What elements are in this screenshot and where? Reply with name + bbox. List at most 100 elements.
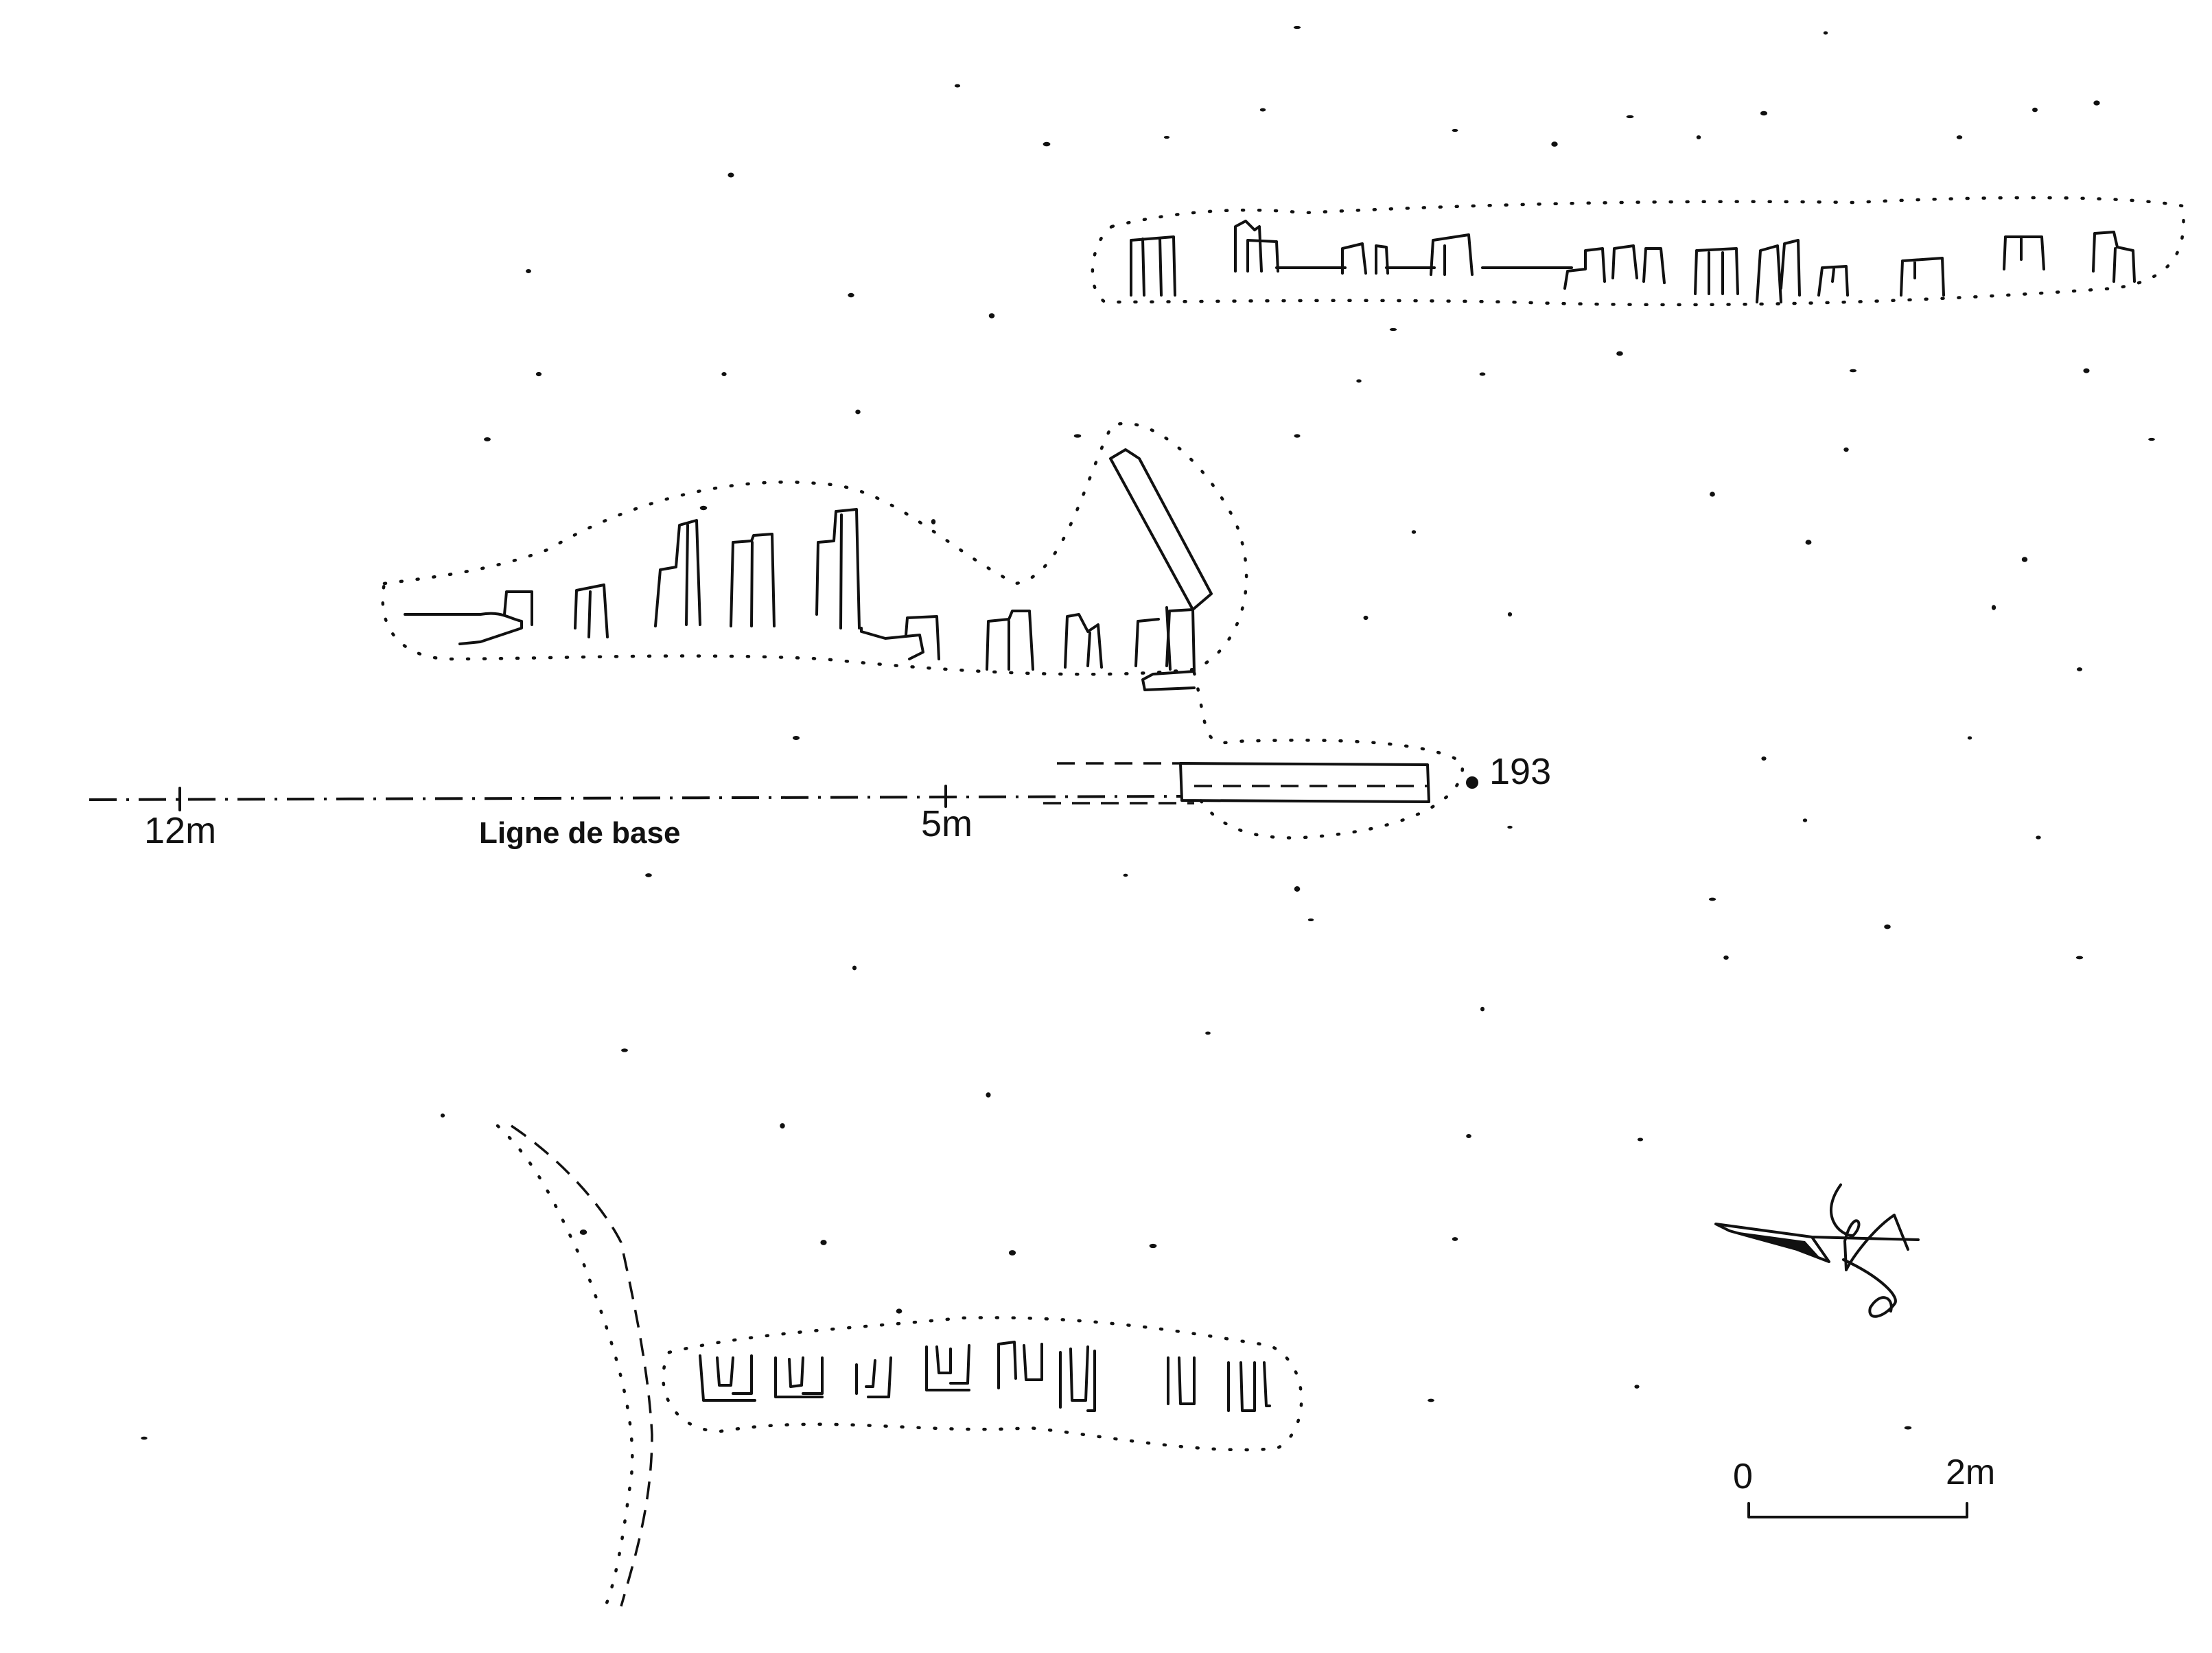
survey-dot	[1466, 1134, 1471, 1138]
survey-dot	[484, 437, 491, 441]
stake	[986, 610, 1034, 671]
stake	[1064, 613, 1103, 669]
station-point	[1466, 776, 1478, 789]
survey-dot	[645, 873, 652, 877]
north-arrow-needle	[1714, 1223, 1920, 1263]
survey-dot	[1708, 897, 1716, 901]
survey-dot	[1149, 1243, 1157, 1249]
path-trace-left	[496, 1124, 634, 1612]
survey-dot	[852, 965, 857, 971]
stake	[1817, 265, 1849, 297]
stake	[503, 590, 533, 626]
survey-dot	[1480, 1006, 1485, 1012]
survey-dot	[1967, 736, 1972, 740]
stake	[1900, 257, 1945, 297]
mark-5m-label: 5m	[921, 803, 973, 844]
survey-dot	[848, 292, 854, 298]
station-label: 193	[1489, 751, 1551, 792]
stake	[1141, 608, 1196, 691]
stake	[1234, 220, 1279, 273]
path-trace-right	[511, 1124, 653, 1607]
stake	[654, 519, 701, 627]
mark-12m-label: 12m	[144, 810, 216, 851]
survey-dot	[1205, 1031, 1211, 1035]
survey-dot	[1626, 115, 1634, 119]
fallen-stake	[404, 612, 523, 645]
stake	[855, 1356, 892, 1398]
middle-row-outline	[381, 421, 1248, 676]
upper-stakes	[1130, 220, 2136, 303]
stake	[1134, 606, 1172, 671]
survey-dot	[1761, 756, 1767, 761]
survey-dot	[721, 372, 727, 376]
lower-row-outline	[662, 1316, 1303, 1452]
survey-dot	[792, 735, 800, 741]
survey-dot	[1991, 605, 1996, 610]
survey-dot	[1507, 825, 1513, 829]
lower-stake-row	[496, 1124, 1303, 1612]
survey-dot	[2021, 557, 2028, 562]
survey-dot	[1760, 111, 1768, 116]
middle-lower-outline	[1192, 671, 1465, 840]
stake	[1227, 1361, 1271, 1412]
survey-dot	[1389, 327, 1397, 332]
leaning-stake	[1109, 448, 1213, 611]
survey-dot	[1428, 1398, 1434, 1402]
survey-dot	[526, 269, 531, 273]
survey-dot	[579, 1229, 587, 1235]
stake	[1430, 233, 1474, 276]
stake	[1130, 235, 1176, 297]
baseline-line	[89, 795, 1181, 801]
survey-dot	[1710, 492, 1715, 497]
lower-stakes	[699, 1341, 1271, 1412]
stake	[699, 1354, 756, 1402]
survey-dot	[820, 1240, 827, 1245]
survey-dot	[1723, 955, 1729, 960]
survey-dot	[1356, 379, 1362, 383]
scale-bar-end-label: 2m	[1946, 1453, 1995, 1492]
survey-dot	[1696, 135, 1701, 139]
survey-dot	[896, 1308, 903, 1314]
survey-dot	[1805, 540, 1812, 545]
survey-dot	[699, 505, 708, 511]
survey-dot	[2076, 667, 2083, 671]
baseline: 12m 5m Ligne de base 193	[89, 751, 1551, 851]
survey-dot	[1008, 1250, 1016, 1256]
survey-dot	[1843, 447, 1849, 452]
survey-dot	[2093, 100, 2100, 106]
stake	[2092, 231, 2136, 283]
survey-dot	[1452, 128, 1458, 132]
survey-dot	[1307, 918, 1314, 922]
survey-dot	[931, 519, 936, 524]
survey-dot	[1884, 924, 1891, 929]
stake	[1167, 1356, 1196, 1405]
survey-dot	[1551, 141, 1558, 147]
north-arrow-icon	[1714, 1183, 1920, 1318]
survey-dot	[1956, 135, 1963, 139]
survey-dot	[1802, 818, 1808, 822]
survey-dot	[1294, 886, 1301, 892]
survey-dot	[2032, 107, 2038, 113]
stake	[997, 1341, 1043, 1389]
survey-dot	[855, 409, 861, 415]
survey-dot	[2036, 835, 2041, 840]
baseline-title: Ligne de base	[479, 816, 680, 850]
stake	[925, 1344, 970, 1391]
stake	[730, 533, 776, 627]
survey-dot	[1904, 1426, 1912, 1430]
stake	[574, 583, 609, 638]
scale-bar-line	[1747, 1502, 1968, 1518]
survey-dot	[988, 313, 995, 319]
survey-dot	[727, 172, 734, 178]
survey-dot	[2083, 368, 2090, 373]
survey-dot	[1259, 108, 1266, 112]
survey-dot	[440, 1113, 445, 1118]
survey-dot	[1849, 369, 1857, 373]
survey-dot	[535, 371, 542, 377]
stake	[1563, 244, 1666, 290]
upper-stake-row	[1091, 196, 2185, 307]
survey-dot	[1293, 25, 1301, 30]
survey-dot	[1452, 1237, 1458, 1241]
survey-dot	[1507, 612, 1513, 617]
